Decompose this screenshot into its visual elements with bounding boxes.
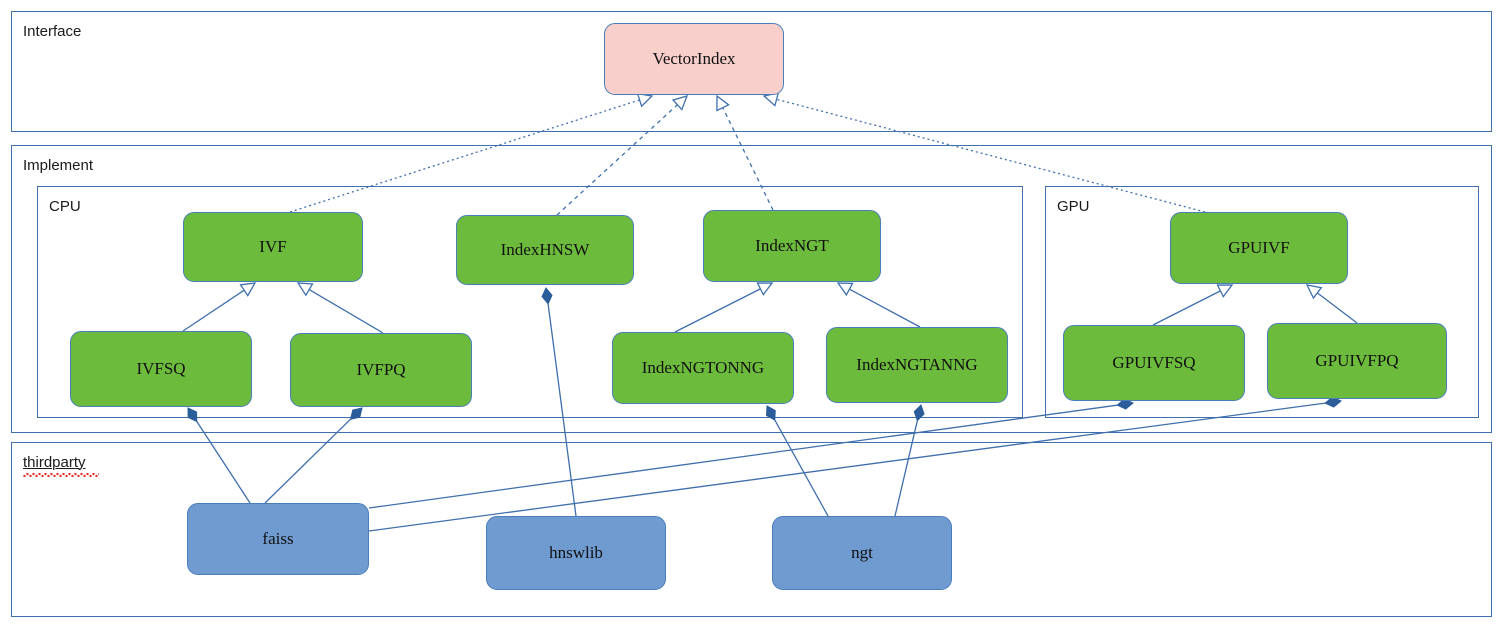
node-faiss[interactable]: faiss [187, 503, 369, 575]
node-ivfpq[interactable]: IVFPQ [290, 333, 472, 407]
node-ngt[interactable]: ngt [772, 516, 952, 590]
node-gpuivfsq[interactable]: GPUIVFSQ [1063, 325, 1245, 401]
node-gpuivf[interactable]: GPUIVF [1170, 212, 1348, 284]
panel-label-implement: Implement [23, 157, 94, 174]
panel-label-thirdparty: thirdparty [23, 454, 86, 471]
panel-label-interface: Interface [23, 23, 82, 40]
node-hnswlib[interactable]: hnswlib [486, 516, 666, 590]
node-indexhnsw[interactable]: IndexHNSW [456, 215, 634, 285]
node-vectorindex[interactable]: VectorIndex [604, 23, 784, 95]
node-indexngtonng[interactable]: IndexNGTONNG [612, 332, 794, 404]
spellcheck-squiggle-icon [23, 473, 99, 477]
node-gpuivfpq[interactable]: GPUIVFPQ [1267, 323, 1447, 399]
node-indexngt[interactable]: IndexNGT [703, 210, 881, 282]
node-ivf[interactable]: IVF [183, 212, 363, 282]
node-ivfsq[interactable]: IVFSQ [70, 331, 252, 407]
node-indexngtanng[interactable]: IndexNGTANNG [826, 327, 1008, 403]
panel-label-gpu: GPU [1057, 198, 1090, 215]
panel-label-cpu: CPU [49, 198, 81, 215]
